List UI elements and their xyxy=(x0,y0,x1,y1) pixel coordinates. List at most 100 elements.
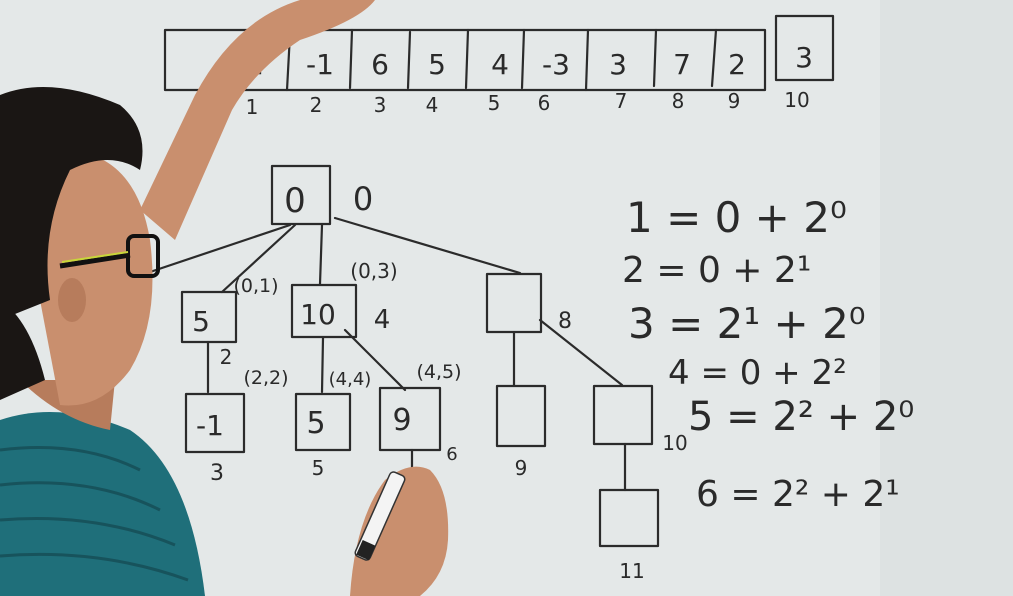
array-cell-value: 4 xyxy=(491,48,509,81)
presenter-face xyxy=(40,150,153,406)
tree-edge xyxy=(220,223,297,294)
array-cell-value: 6 xyxy=(371,48,389,81)
node-box xyxy=(485,272,543,334)
array-divider xyxy=(652,28,658,88)
tree-node: 9 xyxy=(495,384,547,480)
tree-node: 5 5 (4,4) xyxy=(294,369,372,480)
node-box xyxy=(598,488,660,548)
marker-icon xyxy=(354,471,406,561)
array-divider xyxy=(710,28,718,88)
node-value: -1 xyxy=(196,409,224,442)
node-value: 5 xyxy=(192,305,210,338)
array-outline xyxy=(163,28,767,92)
node-index: 3 xyxy=(210,461,224,486)
shirt-stripe xyxy=(0,552,189,582)
tree-edge xyxy=(318,223,324,286)
node-value: 9 xyxy=(392,403,411,438)
tree-node-root: 0 0 xyxy=(270,164,373,226)
shirt-stripe xyxy=(0,481,161,512)
array-index: 6 xyxy=(538,91,551,115)
node-value: 10 xyxy=(300,298,336,331)
array-cell-value: 5 xyxy=(428,48,446,81)
tree-node: -1 3 (2,2) xyxy=(184,367,289,486)
array-cell-value: -1 xyxy=(306,48,334,81)
array-divider xyxy=(464,28,470,90)
presenter-shirt xyxy=(0,412,205,596)
equation: 3 = 2¹ + 2⁰ xyxy=(628,299,866,348)
array-index: 1 xyxy=(246,95,259,119)
marker-cap-icon xyxy=(356,540,376,561)
glasses-temple-accent xyxy=(61,251,129,263)
array-divider xyxy=(584,28,590,92)
whiteboard-edge-shade xyxy=(880,0,1013,596)
presenter-ear xyxy=(58,278,86,322)
tree-edge xyxy=(333,216,522,275)
equation: 1 = 0 + 2⁰ xyxy=(626,193,847,242)
node-index: 6 xyxy=(446,444,457,465)
node-index: 8 xyxy=(558,309,572,334)
node-value: 0 xyxy=(284,181,306,221)
node-value: 5 xyxy=(306,406,325,441)
node-range: (4,4) xyxy=(329,369,372,390)
node-range: (2,2) xyxy=(243,367,288,389)
tree-node: 10 xyxy=(592,384,688,455)
array-index: 2 xyxy=(310,93,323,117)
tree-edges xyxy=(148,216,627,492)
array-cell-value: -3 xyxy=(542,48,570,81)
array-divider xyxy=(406,30,412,90)
array-cell-value: 7 xyxy=(673,48,691,81)
array-index: 10 xyxy=(784,88,809,112)
node-index: 2 xyxy=(220,345,233,369)
array-index: 5 xyxy=(488,91,501,115)
node-range: (4,5) xyxy=(416,361,461,383)
node-range: (0,3) xyxy=(350,259,397,283)
node-index: 9 xyxy=(515,456,528,480)
presenter-raised-arm xyxy=(140,0,375,240)
node-index: 10 xyxy=(662,431,687,455)
tree-node: 5 2 (0,1) xyxy=(180,275,279,369)
equations: 1 = 0 + 2⁰ 2 = 0 + 2¹ 3 = 2¹ + 2⁰ 4 = 0 … xyxy=(622,193,914,515)
tree-edge xyxy=(538,318,624,387)
tree-edge xyxy=(148,223,292,274)
tree-node: 8 xyxy=(485,272,572,334)
array-index: 3 xyxy=(374,93,387,117)
node-box xyxy=(378,386,442,452)
node-box xyxy=(270,164,332,226)
node-box xyxy=(495,384,547,448)
node-index: 5 xyxy=(312,456,325,480)
node-index: 4 xyxy=(374,305,391,335)
tree-node: 11 xyxy=(598,488,660,583)
node-range: (0,1) xyxy=(233,275,278,297)
equation: 5 = 2² + 2⁰ xyxy=(688,394,914,440)
tree-node: 9 6 (4,5) xyxy=(378,361,462,465)
array-index: 7 xyxy=(615,89,628,113)
presenter-beard xyxy=(0,300,45,400)
node-box xyxy=(294,392,352,452)
presenter xyxy=(0,0,449,596)
tree-node: 10 4 (0,3) xyxy=(290,259,398,339)
shirt-stripe xyxy=(0,516,176,547)
equation: 2 = 0 + 2¹ xyxy=(622,250,811,291)
array-cell-value: 3 xyxy=(609,48,627,81)
equation: 6 = 2² + 2¹ xyxy=(696,474,900,515)
array-cell-value: 2 xyxy=(728,48,746,81)
array-last-cell-box xyxy=(774,14,835,82)
node-index: 11 xyxy=(619,559,644,583)
presenter-hair xyxy=(0,87,143,320)
node-box xyxy=(592,384,654,446)
tree-edge xyxy=(320,336,325,394)
array-index: 9 xyxy=(728,89,741,113)
array-divider xyxy=(348,28,354,90)
node-box xyxy=(290,283,358,339)
node-box xyxy=(180,290,238,344)
tree-edge xyxy=(343,328,407,392)
array-index: 8 xyxy=(672,89,685,113)
node-index: 0 xyxy=(353,180,373,218)
shirt-stripe xyxy=(0,446,141,472)
node-box xyxy=(184,392,246,454)
array-divider xyxy=(520,28,526,90)
glasses-temple xyxy=(59,252,131,269)
array-index: 4 xyxy=(426,93,439,117)
